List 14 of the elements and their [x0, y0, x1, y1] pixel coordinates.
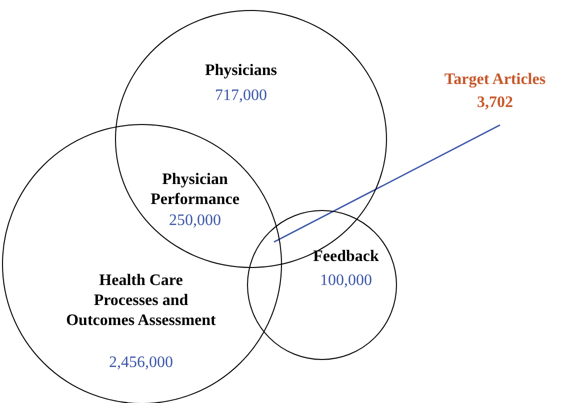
set-label: Health Care Processes and Outcomes Assessment — [66, 271, 216, 331]
count-value: 717,000 — [214, 86, 268, 106]
set-label: Feedback — [312, 247, 380, 267]
count-value: 250,000 — [168, 211, 222, 231]
venn-circle — [115, 10, 387, 268]
leader-line — [274, 124, 500, 243]
venn-circle — [2, 124, 282, 403]
venn-circle — [247, 210, 397, 360]
count-value: 2,456,000 — [108, 353, 174, 373]
count-value: 100,000 — [319, 271, 373, 291]
callout-label: Target Articles — [443, 70, 547, 90]
count-value: 3,702 — [476, 93, 514, 113]
overlap-label: Physician Performance — [150, 170, 240, 210]
set-label: Physicians — [204, 61, 278, 81]
